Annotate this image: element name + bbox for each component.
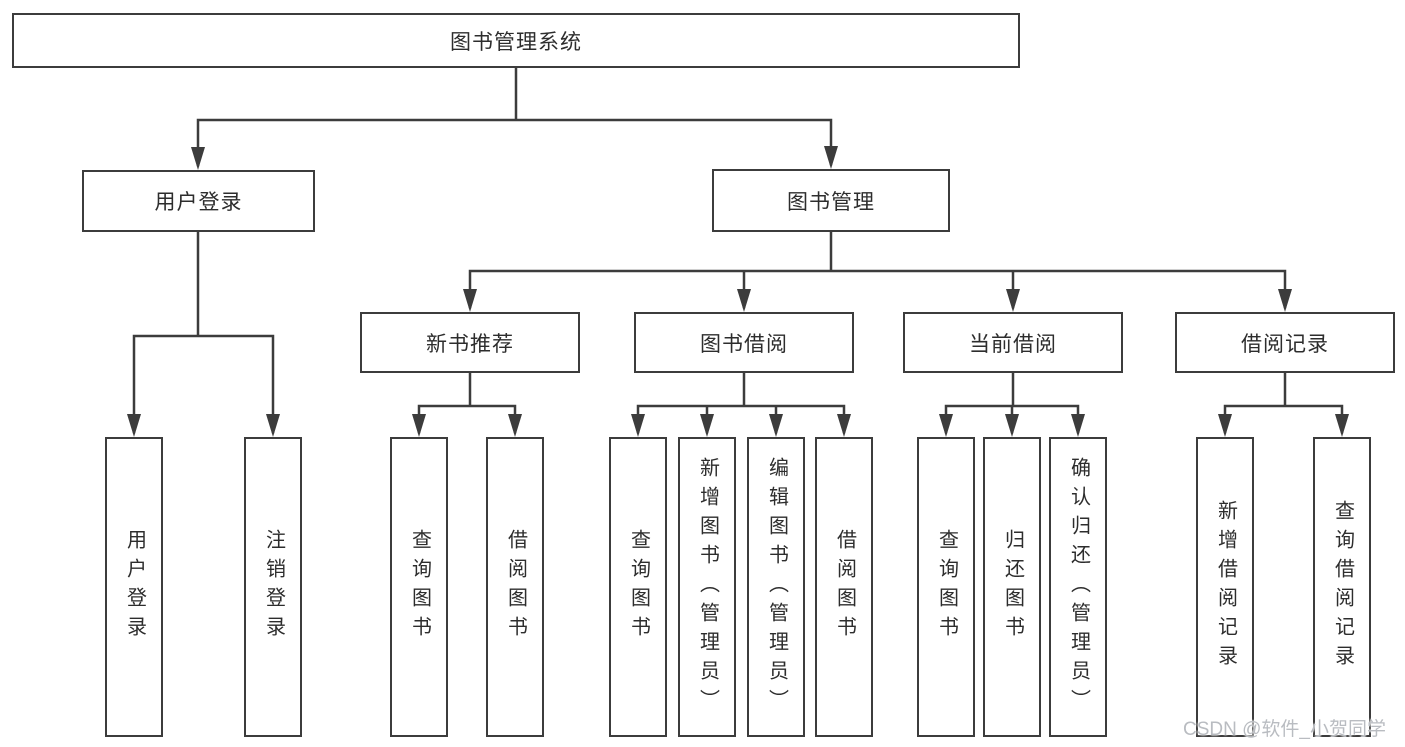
leaf-current-confirm-return-admin: 确认归还（管理员）: [1049, 437, 1107, 737]
leaf-records-add-record: 新增借阅记录: [1196, 437, 1254, 737]
leaf-borrowing-add-books-admin: 新增图书（管理员）: [678, 437, 736, 737]
connector-new-book: [417, 371, 517, 434]
leaf-newbook-borrow-books: 借阅图书: [486, 437, 544, 737]
leaf-newbook-query-books: 查询图书: [390, 437, 448, 737]
leaf-label: 归还图书: [1001, 529, 1024, 645]
leaf-label: 查询图书: [935, 529, 958, 645]
connector-user-login: [132, 230, 275, 434]
watermark: CSDN @软件_小贺同学: [1183, 719, 1386, 740]
leaf-label: 注销登录: [262, 529, 285, 645]
leaf-label: 新增借阅记录: [1214, 500, 1237, 674]
node-book-borrowing: 图书借阅: [634, 312, 854, 373]
node-book-management: 图书管理: [712, 169, 950, 232]
leaf-label: 编辑图书（管理员）: [765, 456, 788, 718]
connector-root: [196, 66, 833, 167]
leaf-label: 查询图书: [627, 529, 650, 645]
leaf-label: 借阅图书: [504, 529, 527, 645]
leaf-label: 用户登录: [123, 529, 146, 645]
leaf-logout: 注销登录: [244, 437, 302, 737]
node-root: 图书管理系统: [12, 13, 1020, 68]
leaf-records-query-record: 查询借阅记录: [1313, 437, 1371, 737]
leaf-label: 查询图书: [408, 529, 431, 645]
node-user-login: 用户登录: [82, 170, 315, 232]
leaf-user-login: 用户登录: [105, 437, 163, 737]
leaf-borrowing-borrow-books: 借阅图书: [815, 437, 873, 737]
leaf-label: 借阅图书: [833, 529, 856, 645]
leaf-borrowing-edit-books-admin: 编辑图书（管理员）: [747, 437, 805, 737]
connector-book-mgmt: [468, 230, 1287, 309]
leaf-borrowing-query-books: 查询图书: [609, 437, 667, 737]
leaf-current-query-books: 查询图书: [917, 437, 975, 737]
node-current-borrowing: 当前借阅: [903, 312, 1123, 373]
node-new-book-recommend: 新书推荐: [360, 312, 580, 373]
leaf-label: 确认归还（管理员）: [1067, 456, 1090, 718]
leaf-label: 查询借阅记录: [1331, 500, 1354, 674]
connector-records: [1223, 371, 1344, 434]
node-borrowing-records: 借阅记录: [1175, 312, 1395, 373]
arrowheads: [127, 146, 1349, 437]
leaf-label: 新增图书（管理员）: [696, 456, 719, 718]
leaf-current-return-books: 归还图书: [983, 437, 1041, 737]
connector-borrowing: [636, 371, 846, 434]
